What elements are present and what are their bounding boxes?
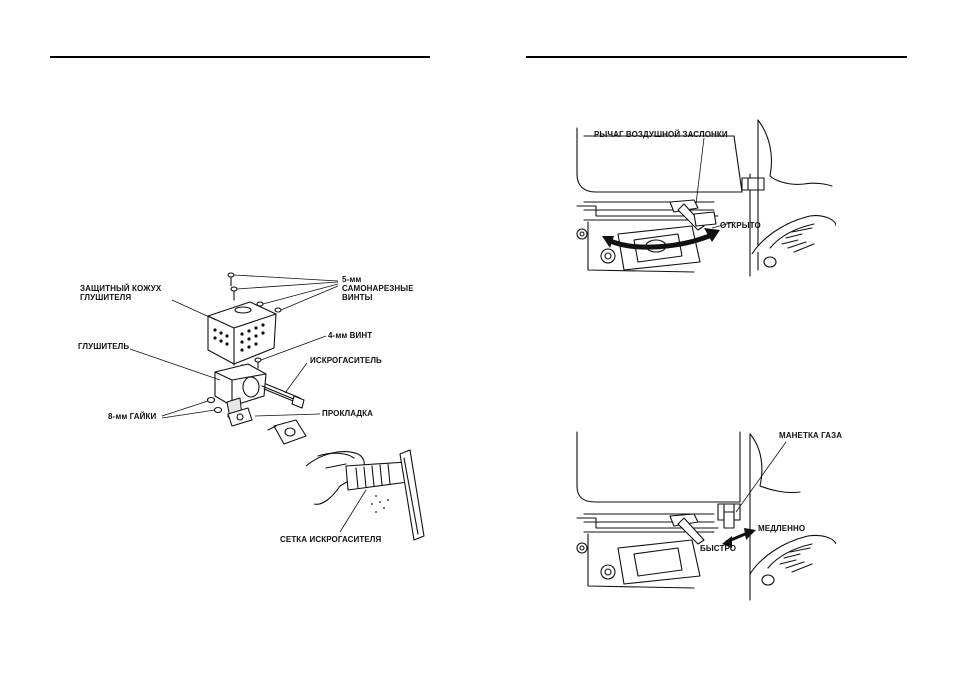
exhaust-port-icon: [268, 420, 306, 444]
label-open: ОТКРЫТО: [720, 221, 761, 230]
header-rule: [526, 56, 907, 58]
throttle-lever-icon: [718, 504, 740, 528]
label-8mm-nuts: 8-мм ГАЙКИ: [108, 412, 156, 421]
spark-arrester-bolt-icon: [262, 384, 304, 408]
label-muffler: ГЛУШИТЕЛЬ: [78, 342, 129, 351]
header-rule: [50, 56, 430, 58]
spark-arrester-figure: ЗАЩИТНЫЙ КОЖУХ ГЛУШИТЕЛЯ 5-мм САМОНАРЕЗН…: [70, 268, 430, 558]
hand-brush-icon: [306, 450, 424, 540]
choke-lever-illustration: [574, 116, 836, 290]
label-4mm-screw: 4-мм ВИНТ: [328, 331, 372, 340]
muffler-shield-icon: [208, 302, 276, 364]
right-page: РЫЧАГ ВОЗДУШНОЙ ЗАСЛОНКИ ОТКРЫТО: [477, 0, 954, 674]
throttle-lever-figure: МАНЕТКА ГАЗА МЕДЛЕННО БЫСТРО: [574, 428, 836, 604]
label-slow: МЕДЛЕННО: [758, 524, 805, 533]
choke-lever-figure: РЫЧАГ ВОЗДУШНОЙ ЗАСЛОНКИ ОТКРЫТО: [574, 116, 836, 290]
screw-4mm-icon: [255, 358, 261, 368]
label-muffler-shield: ЗАЩИТНЫЙ КОЖУХ ГЛУШИТЕЛЯ: [80, 284, 161, 302]
choke-lever-icon: [670, 200, 716, 230]
label-5mm-screws: 5-мм САМОНАРЕЗНЫЕ ВИНТЫ: [342, 275, 414, 302]
label-gasket: ПРОКЛАДКА: [322, 409, 373, 418]
label-spark-arrester: ИСКРОГАСИТЕЛЬ: [310, 356, 382, 365]
label-fast: БЫСТРО: [700, 544, 736, 553]
label-throttle-lever: МАНЕТКА ГАЗА: [779, 431, 842, 440]
left-page: ЗАЩИТНЫЙ КОЖУХ ГЛУШИТЕЛЯ 5-мм САМОНАРЕЗН…: [0, 0, 477, 674]
throttle-lever-illustration: [574, 428, 836, 604]
label-choke-lever: РЫЧАГ ВОЗДУШНОЙ ЗАСЛОНКИ: [594, 130, 728, 139]
label-spark-screen: СЕТКА ИСКРОГАСИТЕЛЯ: [280, 535, 381, 544]
